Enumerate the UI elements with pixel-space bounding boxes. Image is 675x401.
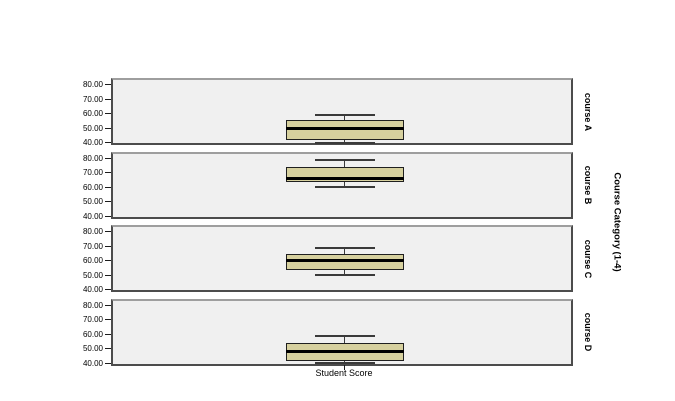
whisker-upper-stem [343,335,346,344]
value-tick-mark [105,319,111,321]
value-tick-mark [105,362,111,364]
value-tick-mark [105,333,111,335]
value-tick-mark [105,201,111,203]
value-tick-label: 50.00 [82,123,103,133]
median-line-course-c [285,259,404,263]
median-line-course-a [285,126,404,130]
value-tick-mark [105,172,111,174]
value-tick-label: 50.00 [82,270,103,280]
value-tick-label: 50.00 [82,197,103,207]
value-tick-label: 70.00 [82,168,103,178]
whisker-upper-stem [343,247,346,254]
whisker-cap-max [314,334,375,337]
median-line-course-b [285,177,404,181]
value-tick-label: 60.00 [82,109,103,119]
whisker-lower-stem [343,181,346,188]
value-tick-mark [105,274,111,276]
value-tick-label: 70.00 [82,94,103,104]
x-axis-tick [343,364,345,370]
whisker-cap-max [314,246,375,249]
x-axis-label: Student Score [315,368,373,378]
value-tick-mark [105,98,111,100]
value-tick-label: 80.00 [82,227,103,237]
value-tick-mark [105,231,111,233]
value-tick-mark [105,157,111,159]
whisker-upper-stem [343,115,346,120]
value-tick-mark [105,304,111,306]
value-tick-label: 60.00 [82,256,103,266]
panel-label-course-d: course D [583,312,593,352]
panel-axis-label: Course Category (1-4) [611,172,623,272]
whisker-lower-stem [343,140,346,143]
value-tick-mark [105,127,111,129]
whisker-cap-max [314,114,375,117]
value-tick-label: 70.00 [82,241,103,251]
panel-label-course-b: course B [583,165,593,205]
value-tick-mark [105,186,111,188]
value-tick-label: 80.00 [82,300,103,310]
panel-label-course-a: course A [583,92,593,131]
whisker-cap-min [314,274,375,277]
whisker-lower-stem [343,360,346,364]
value-tick-label: 60.00 [82,182,103,192]
value-tick-label: 40.00 [82,211,103,221]
value-tick-mark [105,289,111,291]
value-tick-mark [105,348,111,350]
value-tick-mark [105,84,111,86]
value-tick-label: 40.00 [82,358,103,368]
whisker-cap-min [314,186,375,189]
whisker-lower-stem [343,269,346,276]
value-tick-mark [105,215,111,217]
value-tick-label: 70.00 [82,315,103,325]
whisker-cap-min [314,141,375,144]
value-tick-mark [105,260,111,262]
value-tick-label: 80.00 [82,153,103,163]
panel-course-b [111,151,573,219]
value-tick-mark [105,245,111,247]
whisker-upper-stem [343,159,346,168]
value-tick-label: 50.00 [82,344,103,354]
value-tick-mark [105,113,111,115]
panel-label-course-c: course C [583,239,593,278]
value-tick-mark [105,142,111,144]
median-line-course-d [285,350,404,354]
value-tick-label: 80.00 [82,80,103,90]
value-tick-label: 40.00 [82,285,103,295]
whisker-cap-min [314,362,375,365]
whisker-cap-max [314,158,375,161]
value-tick-label: 40.00 [82,138,103,148]
value-tick-label: 60.00 [82,329,103,339]
